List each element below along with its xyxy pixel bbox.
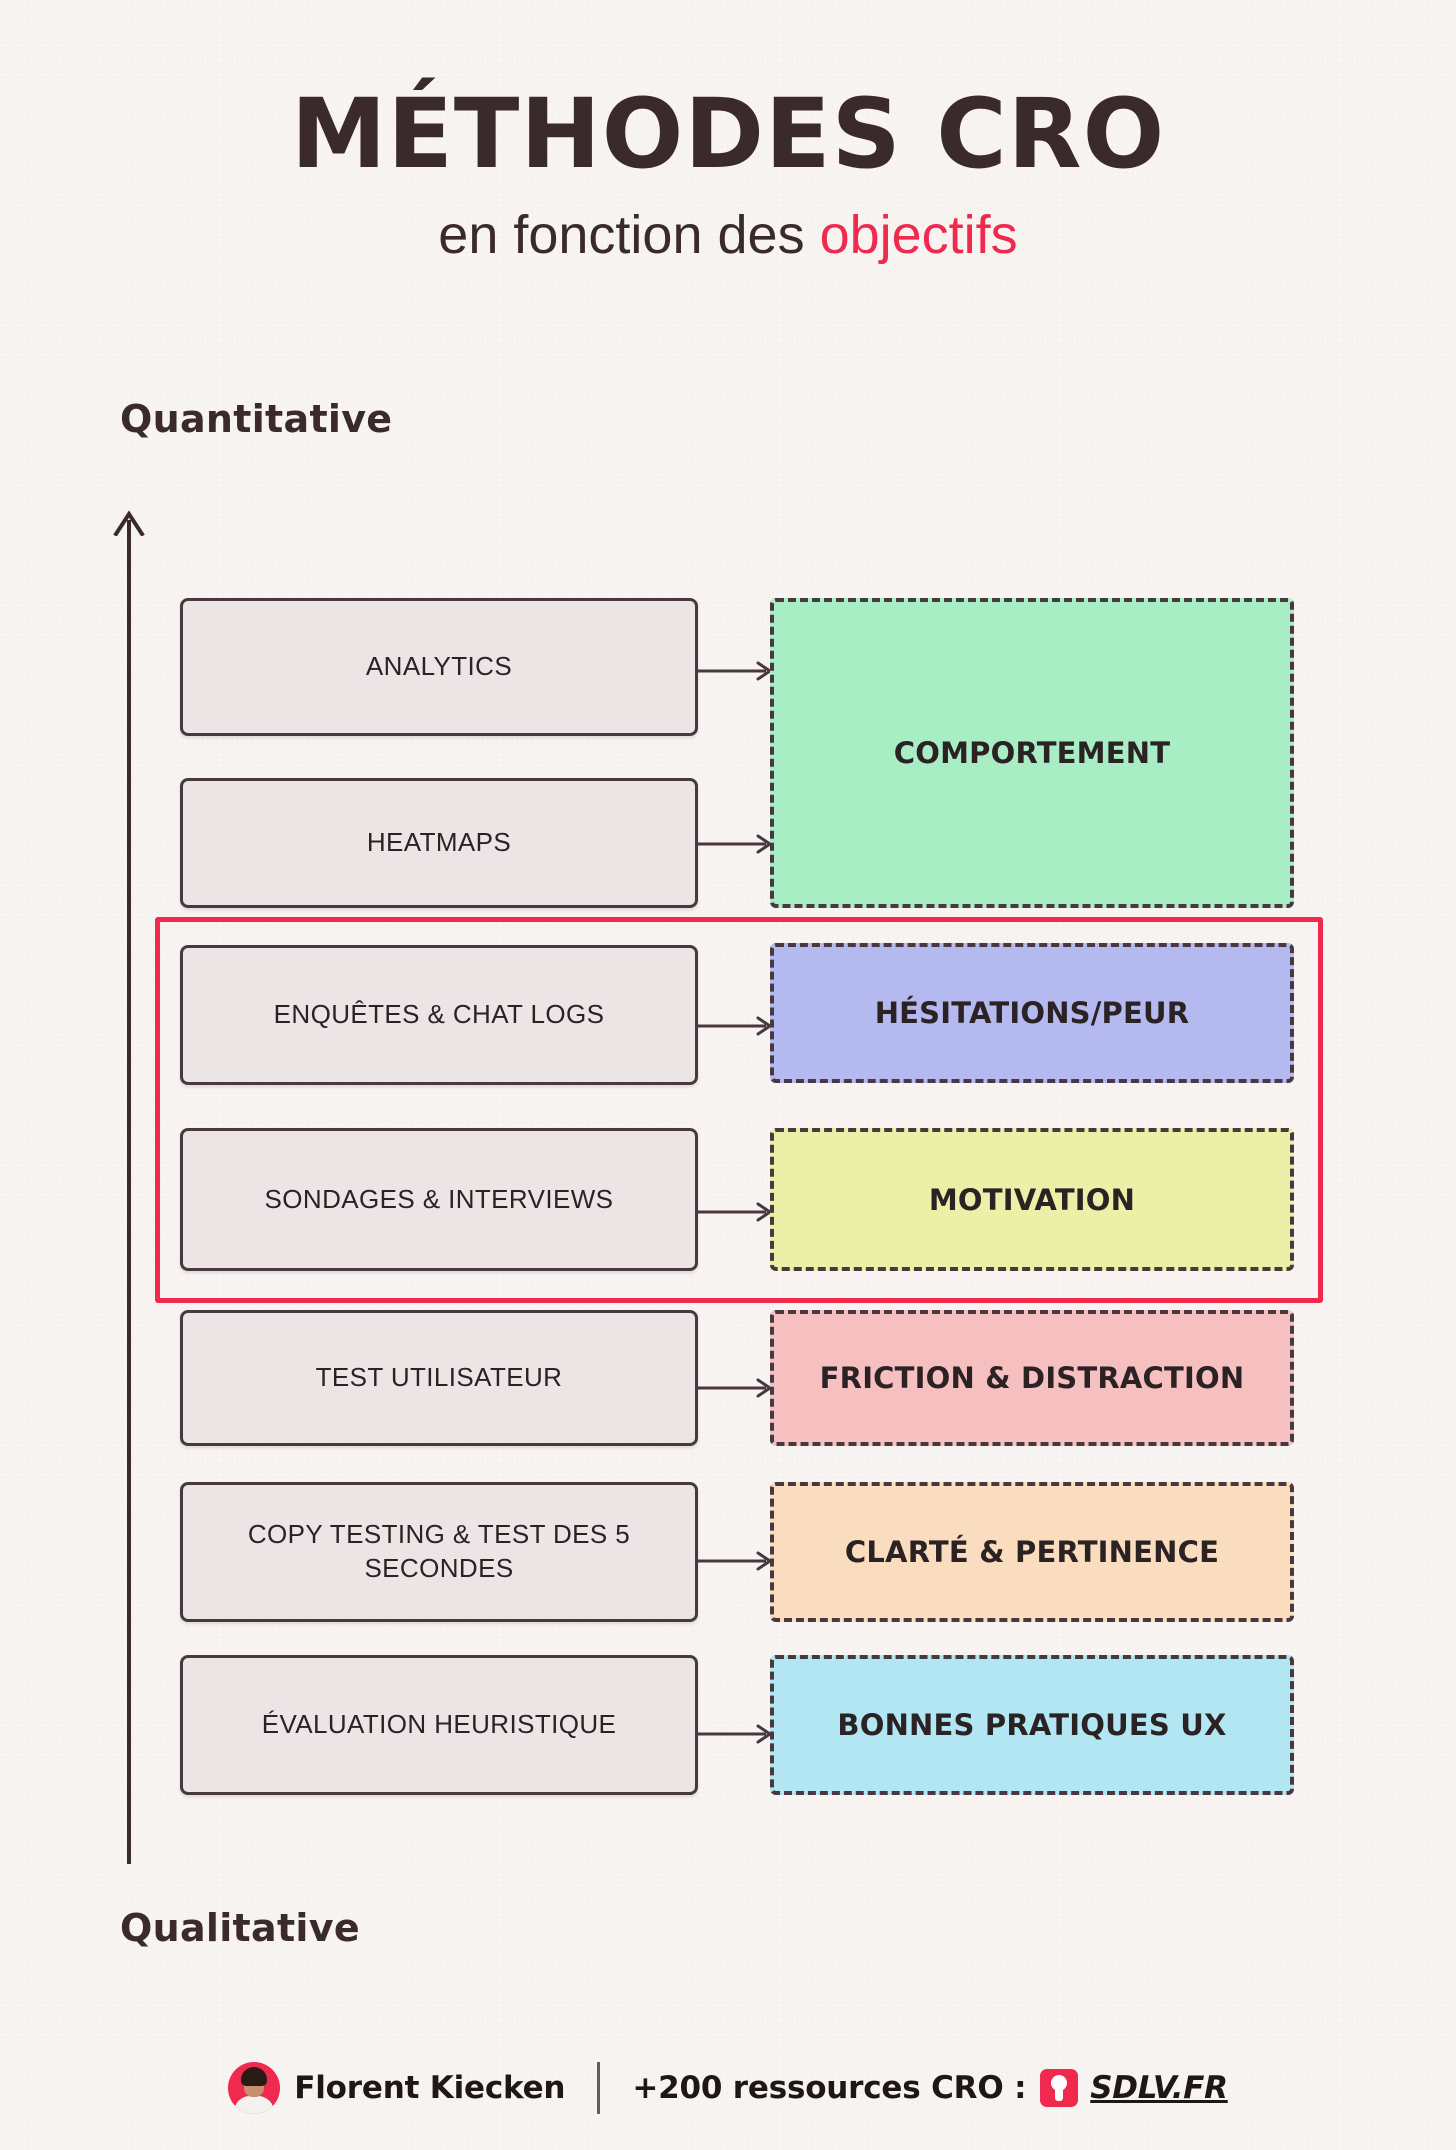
resources-text: +200 ressources CRO :	[632, 2070, 1027, 2106]
connector-arrow-icon	[698, 1378, 773, 1398]
connector-arrow-icon	[698, 1724, 773, 1744]
outcome-label: FRICTION & DISTRACTION	[819, 1361, 1245, 1395]
outcome-label: MOTIVATION	[928, 1182, 1136, 1217]
method-box[interactable]: SONDAGES & INTERVIEWS	[180, 1128, 698, 1271]
poster-footer: Florent Kiecken +200 ressources CRO : SD…	[0, 2062, 1456, 2114]
author-name: Florent Kiecken	[294, 2070, 566, 2106]
page-title: MÉTHODES CRO	[290, 78, 1166, 190]
axis-label-quantitative: Quantitative	[120, 397, 393, 441]
outcome-label: BONNES PRATIQUES UX	[837, 1708, 1227, 1742]
outcome-box[interactable]: FRICTION & DISTRACTION	[770, 1310, 1294, 1446]
lightbulb-base	[1055, 2090, 1064, 2101]
poster-header: MÉTHODES CRO en fonction des objectifs	[0, 78, 1456, 265]
avatar-hair	[241, 2067, 268, 2086]
subtitle-prefix: en fonction des	[438, 204, 820, 265]
method-label: SONDAGES & INTERVIEWS	[264, 1183, 614, 1214]
outcome-label: COMPORTEMENT	[893, 736, 1171, 770]
outcome-label: HÉSITATIONS/PEUR	[874, 996, 1190, 1030]
page-subtitle: en fonction des objectifs	[0, 204, 1456, 265]
axis-line	[127, 520, 131, 1864]
method-box[interactable]: ENQUÊTES & CHAT LOGS	[180, 945, 698, 1085]
method-label: TEST UTILISATEUR	[315, 1362, 563, 1393]
outcome-label: CLARTÉ & PERTINENCE	[844, 1535, 1220, 1569]
method-label: ÉVALUATION HEURISTIQUE	[261, 1709, 617, 1740]
method-box[interactable]: ANALYTICS	[180, 598, 698, 736]
footer-divider	[597, 2062, 601, 2114]
outcome-box[interactable]: CLARTÉ & PERTINENCE	[770, 1482, 1294, 1622]
outcome-box[interactable]: HÉSITATIONS/PEUR	[770, 943, 1294, 1083]
outcome-box[interactable]: MOTIVATION	[770, 1128, 1294, 1271]
axis-label-qualitative: Qualitative	[120, 1906, 360, 1950]
connector-arrow-icon	[698, 834, 773, 854]
subtitle-accent: objectifs	[819, 204, 1018, 265]
method-box[interactable]: ÉVALUATION HEURISTIQUE	[180, 1655, 698, 1795]
method-box[interactable]: COPY TESTING & TEST DES 5 SECONDES	[180, 1482, 698, 1622]
method-box[interactable]: TEST UTILISATEUR	[180, 1310, 698, 1446]
lightbulb-glass	[1051, 2075, 1068, 2091]
axis-arrow-up-icon	[113, 510, 145, 536]
avatar	[228, 2062, 281, 2114]
method-label: ANALYTICS	[365, 651, 513, 682]
method-box[interactable]: HEATMAPS	[180, 778, 698, 908]
method-label: HEATMAPS	[366, 827, 512, 858]
avatar-body	[234, 2096, 275, 2114]
outcome-box[interactable]: COMPORTEMENT	[770, 598, 1294, 908]
lightbulb-icon	[1040, 2069, 1079, 2107]
highlight-frame	[155, 917, 1323, 1303]
outcome-box[interactable]: BONNES PRATIQUES UX	[770, 1655, 1294, 1795]
connector-arrow-icon	[698, 661, 773, 681]
connector-arrow-icon	[698, 1551, 773, 1571]
method-label: COPY TESTING & TEST DES 5 SECONDES	[247, 1519, 631, 1583]
brand-link[interactable]: SDLV.FR	[1090, 2070, 1228, 2106]
method-label: ENQUÊTES & CHAT LOGS	[273, 999, 605, 1030]
